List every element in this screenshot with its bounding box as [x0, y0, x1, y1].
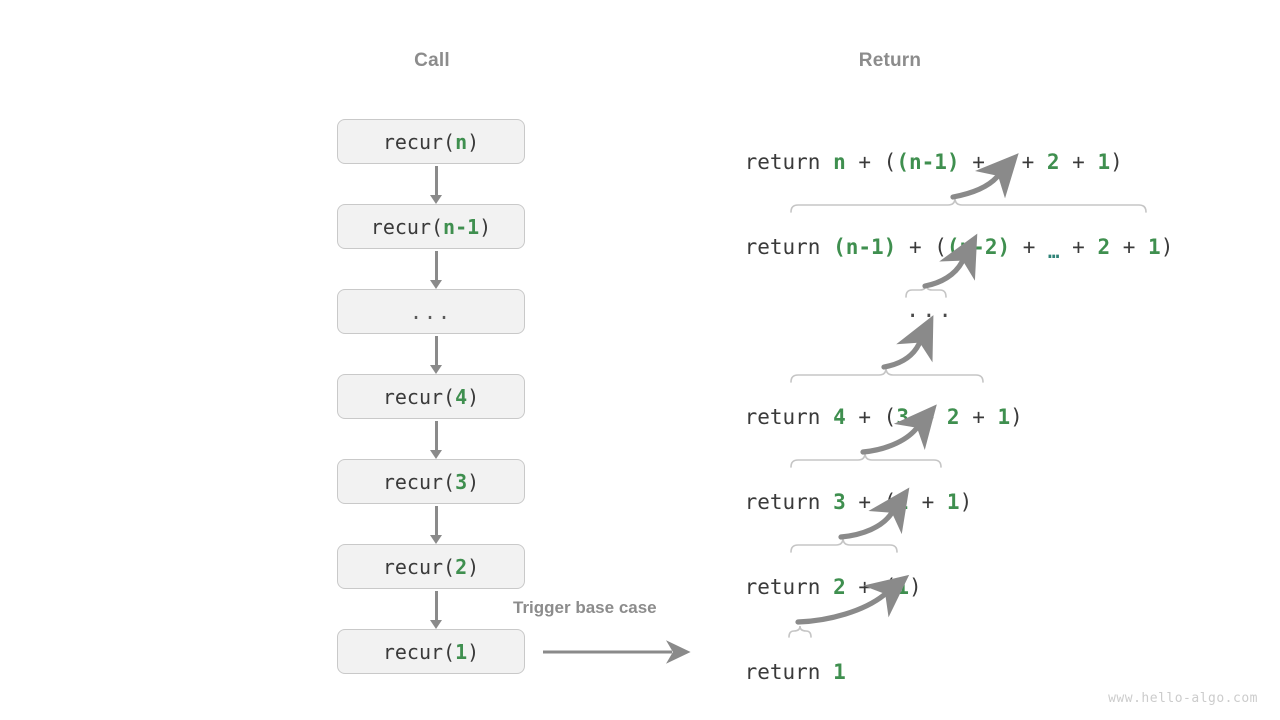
call-box-text-suffix: ) [467, 469, 480, 494]
return-arrow-4 [881, 315, 934, 370]
brace-row-3 [790, 452, 942, 468]
call-box-text-suffix: ) [479, 214, 492, 239]
call-box-arg: 2 [455, 554, 468, 579]
return-row-ellipsis: ... [906, 298, 955, 323]
return-keyword: return [744, 660, 834, 684]
brace-row-2 [790, 537, 898, 553]
call-box-text-suffix: ) [467, 384, 480, 409]
call-arrow-5 [429, 506, 443, 544]
call-box-arg: 1 [455, 639, 468, 664]
watermark: www.hello-algo.com [1108, 691, 1258, 706]
call-box-text-prefix: recur( [382, 129, 456, 154]
call-box-arg: n-1 [443, 214, 480, 239]
call-arrow-2 [429, 251, 443, 289]
return-row-2: return 2 + (1) [744, 575, 922, 599]
column-header-return: Return [858, 50, 922, 71]
call-box-text-suffix: ) [467, 639, 480, 664]
return-row-n: return n + ((n-1) + … + 2 + 1) [744, 150, 1123, 178]
call-arrow-3 [429, 336, 443, 374]
return-row-n-1: return (n-1) + ((n-2) + … + 2 + 1) [744, 235, 1174, 263]
column-header-call: Call [414, 50, 450, 71]
call-box-ellipsis-text: ... [409, 299, 453, 324]
call-box-recur-n: recur(n) [337, 119, 525, 164]
return-row-1: return 1 [744, 660, 846, 684]
call-box-arg: 4 [455, 384, 468, 409]
return-keyword: return [744, 235, 834, 259]
return-row-4: return 4 + (3 + 2 + 1) [744, 405, 1023, 429]
call-box-text-prefix: recur( [370, 214, 444, 239]
call-box-ellipsis: ... [337, 289, 525, 334]
call-box-recur-2: recur(2) [337, 544, 525, 589]
call-arrow-4 [429, 421, 443, 459]
return-keyword: return [744, 405, 834, 429]
return-keyword: return [744, 150, 834, 174]
call-box-recur-3: recur(3) [337, 459, 525, 504]
call-box-text-suffix: ) [467, 554, 480, 579]
call-box-text-prefix: recur( [382, 469, 456, 494]
call-arrow-6 [429, 591, 443, 629]
call-box-recur-n-1: recur(n-1) [337, 204, 525, 249]
return-keyword: return [744, 575, 834, 599]
call-box-text-prefix: recur( [382, 384, 456, 409]
trigger-base-case-label: Trigger base case [513, 598, 657, 617]
call-box-text-prefix: recur( [382, 554, 456, 579]
call-box-text-suffix: ) [467, 129, 480, 154]
call-box-recur-1: recur(1) [337, 629, 525, 674]
call-box-text-prefix: recur( [382, 639, 456, 664]
call-box-arg: 3 [455, 469, 468, 494]
brace-row-4 [790, 367, 984, 383]
call-arrow-1 [429, 166, 443, 204]
brace-row-ellipsis [905, 283, 947, 298]
brace-row-n-1 [790, 197, 1147, 213]
brace-row-1 [788, 625, 812, 638]
call-box-arg: n [455, 129, 468, 154]
return-keyword: return [744, 490, 834, 514]
call-box-recur-4: recur(4) [337, 374, 525, 419]
return-row-3: return 3 + (2 + 1) [744, 490, 973, 514]
